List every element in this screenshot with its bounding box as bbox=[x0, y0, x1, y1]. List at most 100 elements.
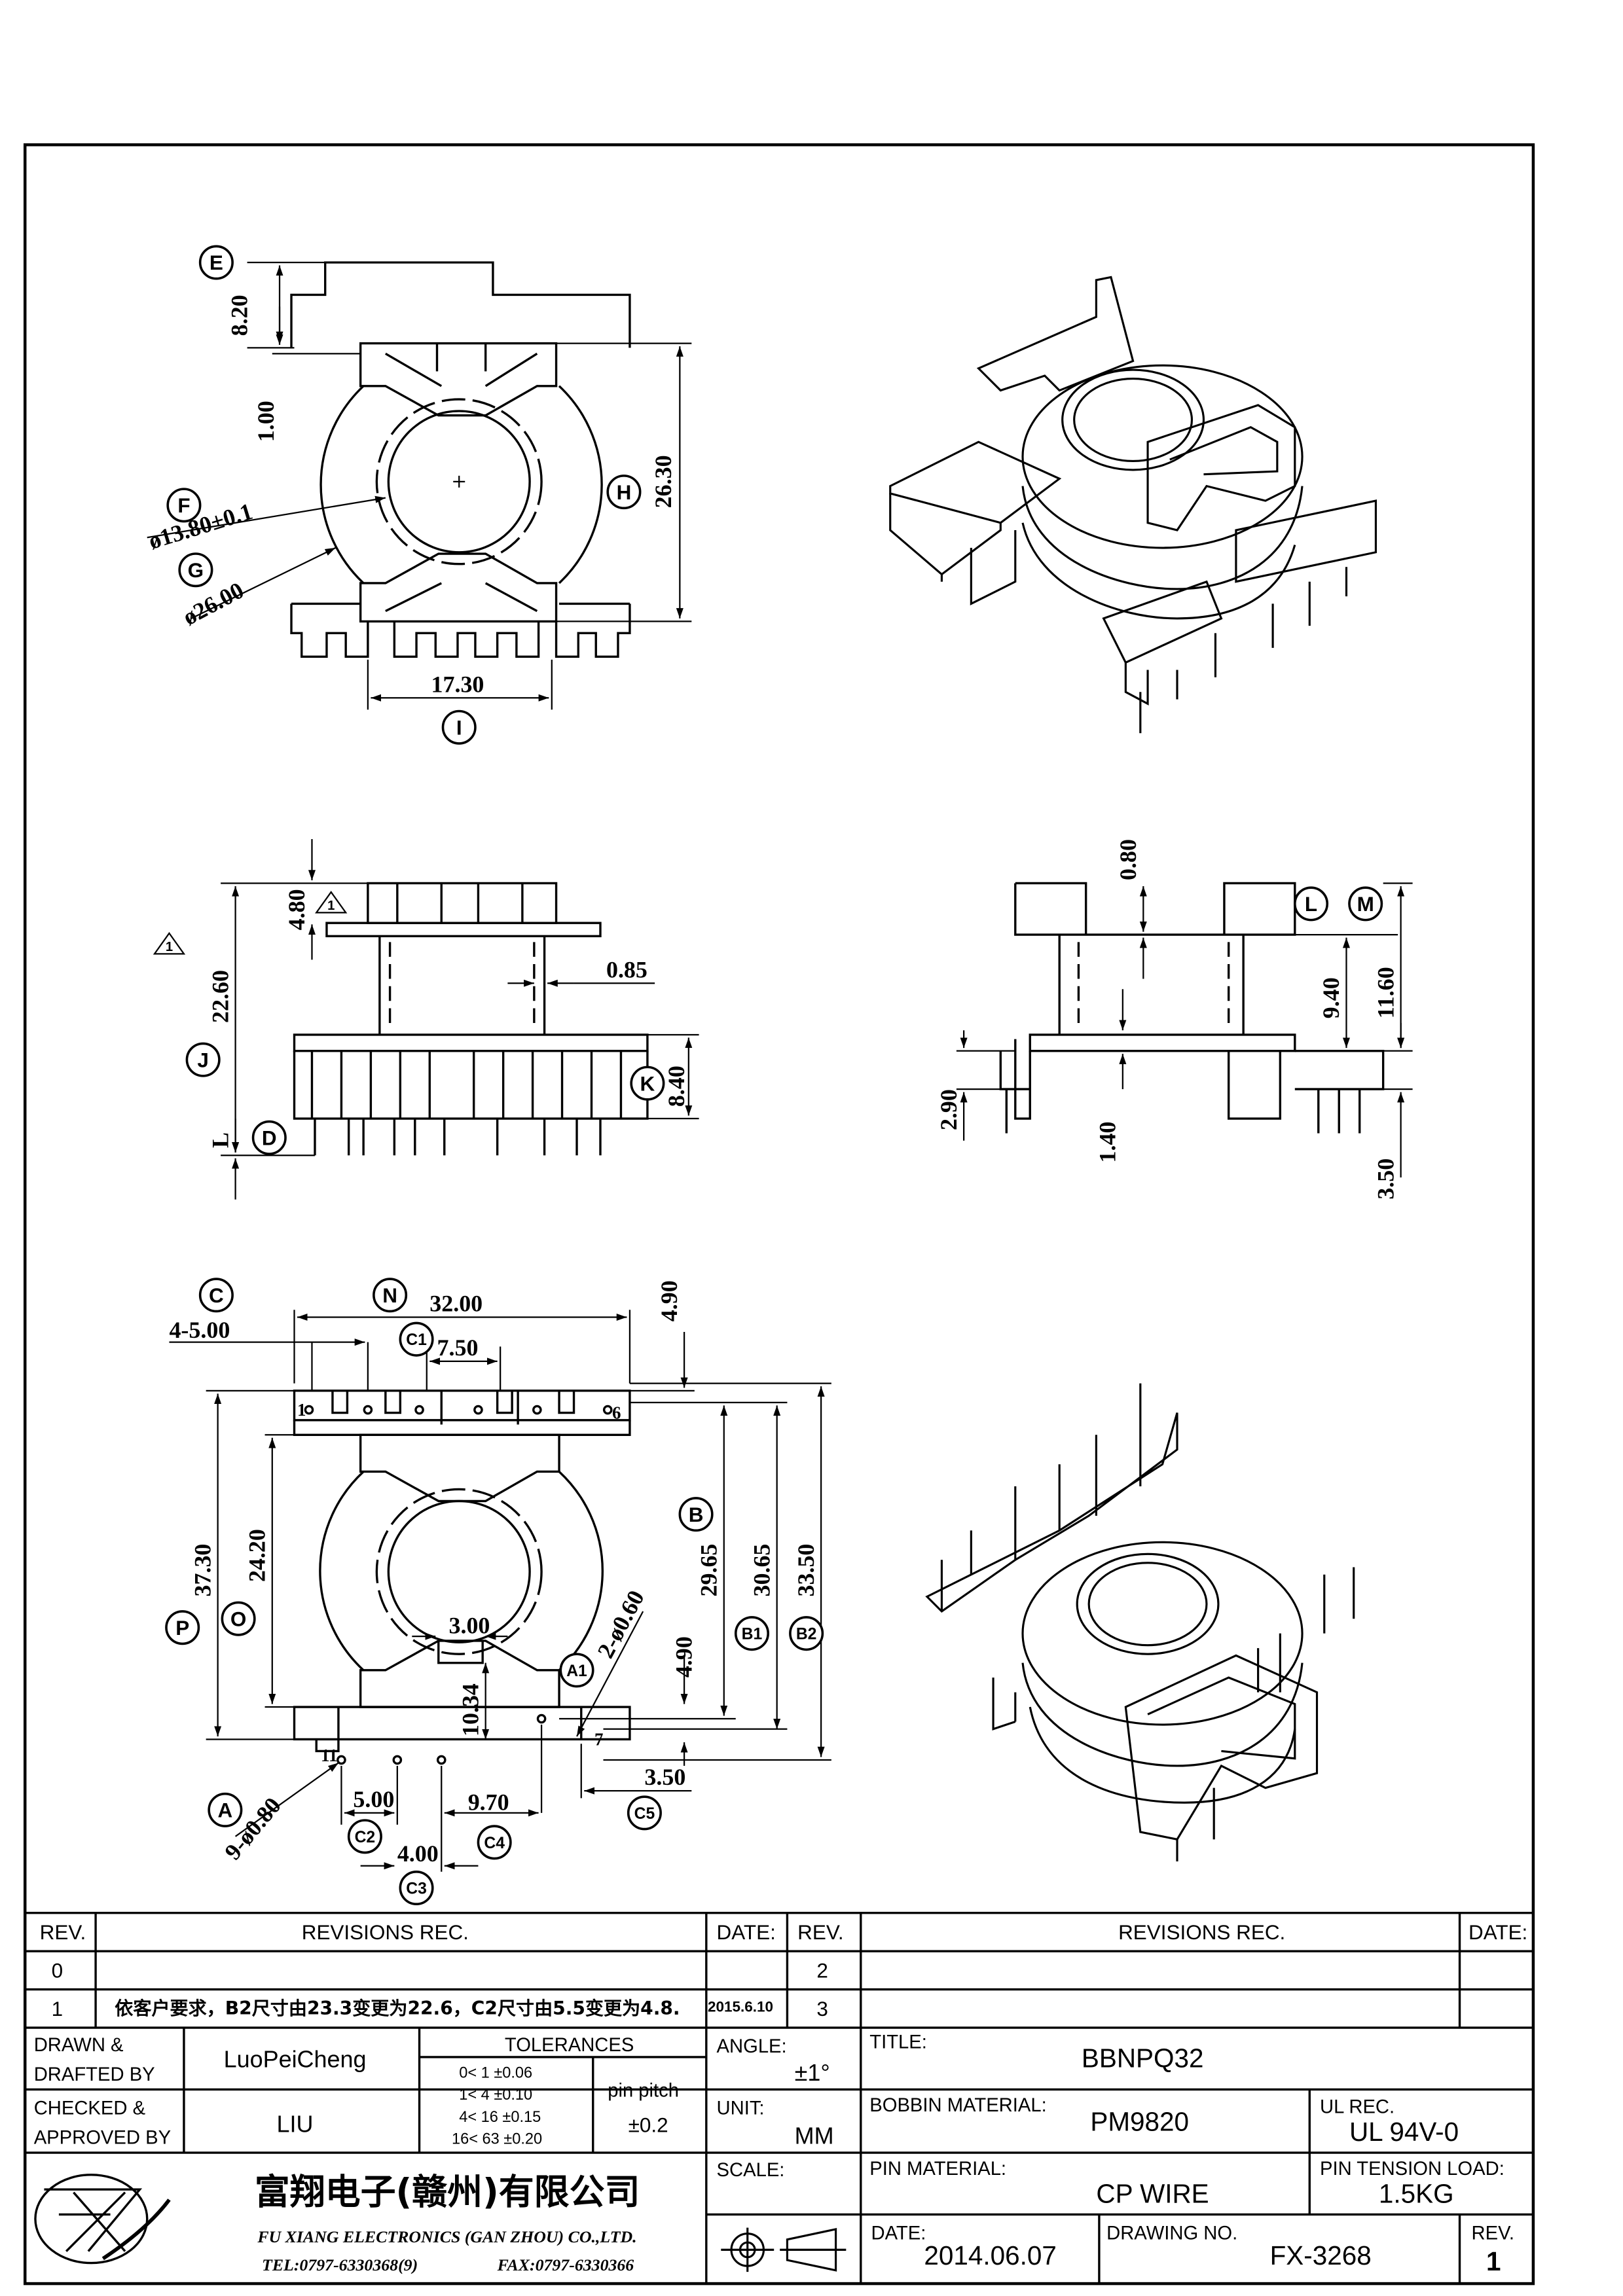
dim-30-65: 30.65 bbox=[748, 1544, 775, 1597]
revision-mark-1: 1 bbox=[166, 940, 173, 954]
callout-C5: C5 bbox=[634, 1805, 655, 1823]
callout-A: A bbox=[218, 1799, 233, 1822]
callout-C1: C1 bbox=[406, 1331, 427, 1349]
rev-2: 2 bbox=[816, 1960, 828, 1982]
date-header-2: DATE: bbox=[1468, 1921, 1527, 1944]
callout-P: P bbox=[175, 1617, 189, 1640]
letter-L: L bbox=[207, 1132, 233, 1148]
dimension-labels: 8.20 1.00 26.30 17.30 ø13.80±0.1 ø26.00 … bbox=[145, 295, 1398, 1867]
company-fax: FAX:0797-6330366 bbox=[497, 2255, 634, 2274]
scale-label: SCALE: bbox=[717, 2160, 785, 2181]
callout-C4: C4 bbox=[484, 1835, 505, 1852]
drawing-no-label: DRAWING NO. bbox=[1106, 2223, 1237, 2244]
tension-value: 1.5KG bbox=[1379, 2178, 1454, 2208]
dim-9-40: 9.40 bbox=[1318, 977, 1344, 1018]
revision-mark-2: 1 bbox=[327, 899, 335, 913]
checked-label-2: APPROVED BY bbox=[34, 2128, 171, 2149]
tolerance-row-1: 0< 1 ±0.06 bbox=[459, 2064, 532, 2081]
callout-L: L bbox=[1305, 893, 1317, 916]
tolerance-row-4: 16< 63 ±0.20 bbox=[452, 2130, 542, 2147]
checked-by: LIU bbox=[277, 2111, 314, 2138]
dim-0-85: 0.85 bbox=[606, 956, 647, 982]
ul-label: UL REC. bbox=[1320, 2096, 1395, 2117]
drawn-label-2: DRAFTED BY bbox=[34, 2064, 155, 2085]
rev-1: 1 bbox=[52, 1998, 64, 2020]
revisions-header: REVISIONS REC. bbox=[302, 1921, 469, 1944]
drawing-no-value: FX-3268 bbox=[1270, 2240, 1372, 2270]
tension-label: PIN TENSION LOAD: bbox=[1320, 2159, 1504, 2179]
dim-3-50-side: 3.50 bbox=[1372, 1158, 1398, 1200]
callout-C3: C3 bbox=[406, 1880, 427, 1897]
projection-symbol bbox=[721, 2227, 847, 2272]
dim-7-50: 7.50 bbox=[437, 1335, 479, 1361]
dim-33-50: 33.50 bbox=[793, 1544, 819, 1597]
callout-C: C bbox=[209, 1284, 224, 1307]
callout-O: O bbox=[230, 1607, 246, 1630]
dim-29-65: 29.65 bbox=[696, 1544, 722, 1597]
dim-37-30: 37.30 bbox=[189, 1544, 215, 1597]
rev-value: 1 bbox=[1486, 2246, 1501, 2276]
angle-label: ANGLE: bbox=[717, 2036, 787, 2057]
rev-1-date: 2015.6.10 bbox=[708, 1998, 773, 2015]
side-view-right-dimensions bbox=[956, 882, 1413, 1177]
dim-4-80: 4.80 bbox=[283, 889, 310, 930]
callout-B2: B2 bbox=[796, 1626, 817, 1643]
pin-numbers: 1 6 7 11 bbox=[297, 1400, 621, 1765]
tolerance-row-2: 1< 4 ±0.10 bbox=[459, 2086, 532, 2103]
drawn-by: LuoPeiCheng bbox=[224, 2046, 367, 2073]
revisions-header-2: REVISIONS REC. bbox=[1118, 1921, 1285, 1944]
iso-view-bottom bbox=[925, 1383, 1355, 1862]
ul-value: UL 94V-0 bbox=[1349, 2117, 1459, 2147]
bottom-view-dimensions bbox=[169, 1310, 831, 1872]
callout-F: F bbox=[177, 494, 190, 517]
dim-3-50-bottom: 3.50 bbox=[644, 1764, 685, 1790]
dim-11-60: 11.60 bbox=[1372, 967, 1398, 1018]
callout-G: G bbox=[188, 559, 204, 582]
rev-header: REV. bbox=[40, 1921, 86, 1944]
date-value: 2014.06.07 bbox=[924, 2240, 1056, 2270]
title-label: TITLE: bbox=[869, 2032, 927, 2053]
company-tel: TEL:0797-6330368(9) bbox=[262, 2255, 418, 2274]
pin-7: 7 bbox=[594, 1729, 603, 1749]
title-block-lines bbox=[25, 1912, 1533, 2284]
callout-C2: C2 bbox=[355, 1829, 376, 1846]
dim-2-90: 2.90 bbox=[936, 1089, 962, 1130]
callout-circles bbox=[165, 245, 1383, 1906]
company-logo bbox=[34, 2174, 171, 2265]
company-name-cn: 富翔电子(赣州)有限公司 bbox=[255, 2172, 640, 2213]
dim-4-90-bottom: 4.90 bbox=[670, 1636, 697, 1677]
angle-value: ±1° bbox=[795, 2059, 830, 2086]
callout-B: B bbox=[689, 1503, 704, 1526]
drawn-label-1: DRAWN & bbox=[34, 2035, 124, 2056]
dim-26-30: 26.30 bbox=[650, 455, 676, 508]
top-view-dimensions bbox=[147, 261, 692, 710]
dim-4-90-top: 4.90 bbox=[656, 1280, 682, 1321]
pin-6: 6 bbox=[612, 1403, 621, 1423]
dim-3-00: 3.00 bbox=[448, 1613, 490, 1639]
bobbin-label: BOBBIN MATERIAL: bbox=[869, 2095, 1046, 2116]
callout-letters: E F G H I J K D L M C N C1 B B1 B2 P O A… bbox=[166, 251, 1374, 1897]
callout-H: H bbox=[617, 481, 632, 504]
callout-E: E bbox=[210, 251, 223, 274]
rev-label: REV. bbox=[1472, 2223, 1514, 2244]
dim-24-20: 24.20 bbox=[244, 1529, 270, 1582]
callout-A1: A1 bbox=[566, 1662, 587, 1680]
iso-view-top bbox=[889, 276, 1377, 734]
callout-B1: B1 bbox=[742, 1626, 763, 1643]
dim-1-00: 1.00 bbox=[253, 401, 279, 442]
pin-material-value: CP WIRE bbox=[1096, 2178, 1209, 2208]
rev-1-text: 依客户要求，B2尺寸由23.3变更为22.6，C2尺寸由5.5变更为4.8. bbox=[115, 1998, 680, 2019]
company-name-en: FU XIANG ELECTRONICS (GAN ZHOU) CO.,LTD. bbox=[257, 2227, 636, 2246]
callout-I: I bbox=[456, 716, 462, 739]
pin-11: 11 bbox=[321, 1746, 337, 1765]
dim-8-40: 8.40 bbox=[663, 1066, 689, 1107]
title-value: BBNPQ32 bbox=[1082, 2043, 1204, 2073]
side-view-left bbox=[293, 882, 649, 1156]
sheet-frame bbox=[23, 143, 1535, 2286]
rev-3: 3 bbox=[816, 1998, 828, 2020]
dim-9-70: 9.70 bbox=[468, 1789, 509, 1815]
rev-header-2: REV. bbox=[797, 1921, 844, 1944]
date-label: DATE: bbox=[871, 2223, 926, 2244]
callout-N: N bbox=[382, 1284, 397, 1307]
